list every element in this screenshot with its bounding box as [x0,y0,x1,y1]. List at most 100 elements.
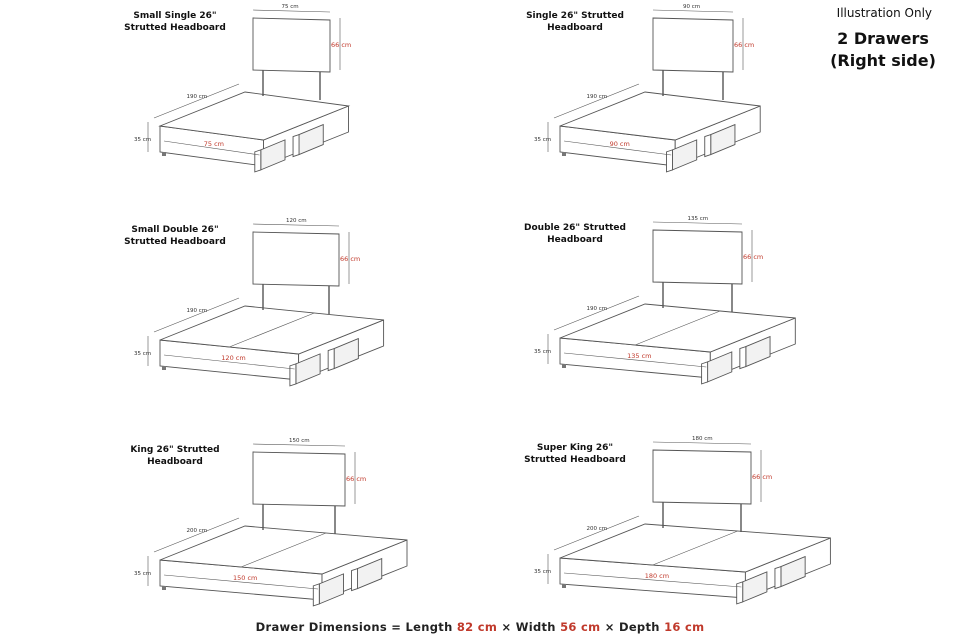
dimension-height: 35 cm [134,571,151,577]
drawer-front-face [739,345,747,370]
base-top-face [158,91,351,141]
drawer-front-face [351,567,359,592]
footer-prefix: Drawer Dimensions = Length [255,620,453,634]
dimension-line-base-width [163,574,319,590]
footer-depth-label: × Depth [604,620,660,634]
drawer-front-face [292,133,300,158]
illustration-note: Illustration Only [836,6,932,20]
bed-title-line2: Strutted Headboard [524,455,626,465]
footer-width: 56 cm [560,620,601,634]
base-split-line [229,312,315,348]
dimension-line-length [553,83,640,119]
drawer-heading-side: (Right side) [830,51,936,70]
dimension-line-base-width [563,572,742,588]
dimension-length: 190 cm [587,94,608,100]
dimension-length: 200 cm [187,528,208,534]
dimension-line-base-width [163,354,295,370]
drawer-front-face [666,149,673,173]
bed-foot [162,366,166,370]
dimension-headboard-height: 66 cm [743,253,763,261]
dimension-headboard-width: 90 cm [683,4,700,10]
drawer-dimensions-footer: Drawer Dimensions = Length 82 cm × Width… [0,620,960,634]
dimension-headboard-height: 66 cm [734,41,754,49]
dimension-length: 190 cm [187,308,208,314]
drawer-front-face [289,363,297,387]
dimension-height: 35 cm [134,351,151,357]
dimension-base-width: 90 cm [610,140,630,148]
dimension-length: 190 cm [587,306,608,312]
bed-diagram: 150 cm 66 cm 200 cm 35 cm 150 cm [134,438,408,607]
dimension-headboard-width: 120 cm [286,218,307,224]
dimension-line-headboard-width [252,223,340,227]
dimension-line-length [553,515,640,551]
drawer-heading: 2 Drawers (Right side) [828,28,938,72]
bed-title: Double 26" Strutted Headboard [520,222,630,246]
drawer-front-face [736,581,744,605]
bed-foot [562,584,566,588]
base-top-face [559,91,761,141]
footer-depth: 16 cm [664,620,705,634]
drawer-front-face [327,347,335,372]
dimension-height: 35 cm [534,569,551,575]
dimension-headboard-height: 66 cm [331,41,351,49]
base-split-line [635,310,721,346]
dimension-headboard-height: 66 cm [346,475,366,483]
bed-foot [562,152,566,156]
bed-title-line2: Strutted Headboard [124,23,226,33]
bed-title: Super King 26" Strutted Headboard [520,442,630,466]
bed-panel-small-single: Small Single 26" Strutted Headboard 75 c… [120,4,420,198]
dimension-headboard-width: 135 cm [688,216,709,222]
dimension-line-headboard-width [652,441,752,445]
dimension-line-length [153,83,240,119]
dimension-base-width: 150 cm [233,574,257,582]
bed-title: Small Double 26" Strutted Headboard [120,224,230,248]
headboard-panel [652,17,734,73]
headboard-panel [252,231,340,287]
bed-diagram: 75 cm 66 cm 190 cm 35 cm 75 cm [134,4,351,173]
bed-foot [562,364,566,368]
footer-length: 82 cm [456,620,498,634]
drawer-front-face [312,583,320,607]
drawer-heading-count: 2 Drawers [837,29,929,48]
bed-title-line1: Small Single 26" [133,11,217,21]
bed-panel-super-king: Super King 26" Strutted Headboard 180 cm… [520,436,831,630]
dimension-base-width: 75 cm [204,140,224,148]
dimension-height: 35 cm [534,349,551,355]
drawer-front-face [774,565,782,590]
dimension-headboard-width: 75 cm [282,4,299,10]
dimension-line-headboard-width [252,9,331,13]
footer-width-label: × Width [501,620,556,634]
bed-title-line2: Strutted Headboard [124,237,226,247]
bed-foot [162,152,166,156]
dimension-length: 190 cm [187,94,208,100]
bed-title-line1: Double 26" Strutted [524,223,626,233]
dimension-base-width: 120 cm [221,354,245,362]
headboard-panel [652,229,743,285]
dimension-line-headboard-width [652,9,734,13]
bed-title-line1: Super King 26" [536,443,614,453]
dimension-base-width: 180 cm [645,572,669,580]
bed-title-line1: Single 26" Strutted [526,11,624,21]
dimension-headboard-height: 66 cm [340,255,360,263]
dimension-line-headboard-width [252,443,346,447]
base-split-line [240,532,327,568]
drawer-front-face [254,149,262,173]
dimension-line-base-width [563,352,707,368]
dimension-height: 35 cm [134,137,151,143]
dimension-line-length [153,517,240,553]
drawer-front-face [701,361,709,385]
bed-title-line1: King 26" Strutted [130,445,220,455]
bed-panel-small-double: Small Double 26" Strutted Headboard 120 … [120,218,420,412]
bed-foot [162,586,166,590]
dimension-base-width: 135 cm [627,352,651,360]
bed-title-line2: Headboard [547,23,603,33]
bed-diagram: 135 cm 66 cm 190 cm 35 cm 135 cm [534,216,796,385]
dimension-headboard-width: 150 cm [289,438,310,444]
headboard-panel [252,451,346,507]
dimension-line-base-width [163,140,260,156]
dimension-headboard-width: 180 cm [692,436,713,442]
base-split-line [652,530,738,566]
